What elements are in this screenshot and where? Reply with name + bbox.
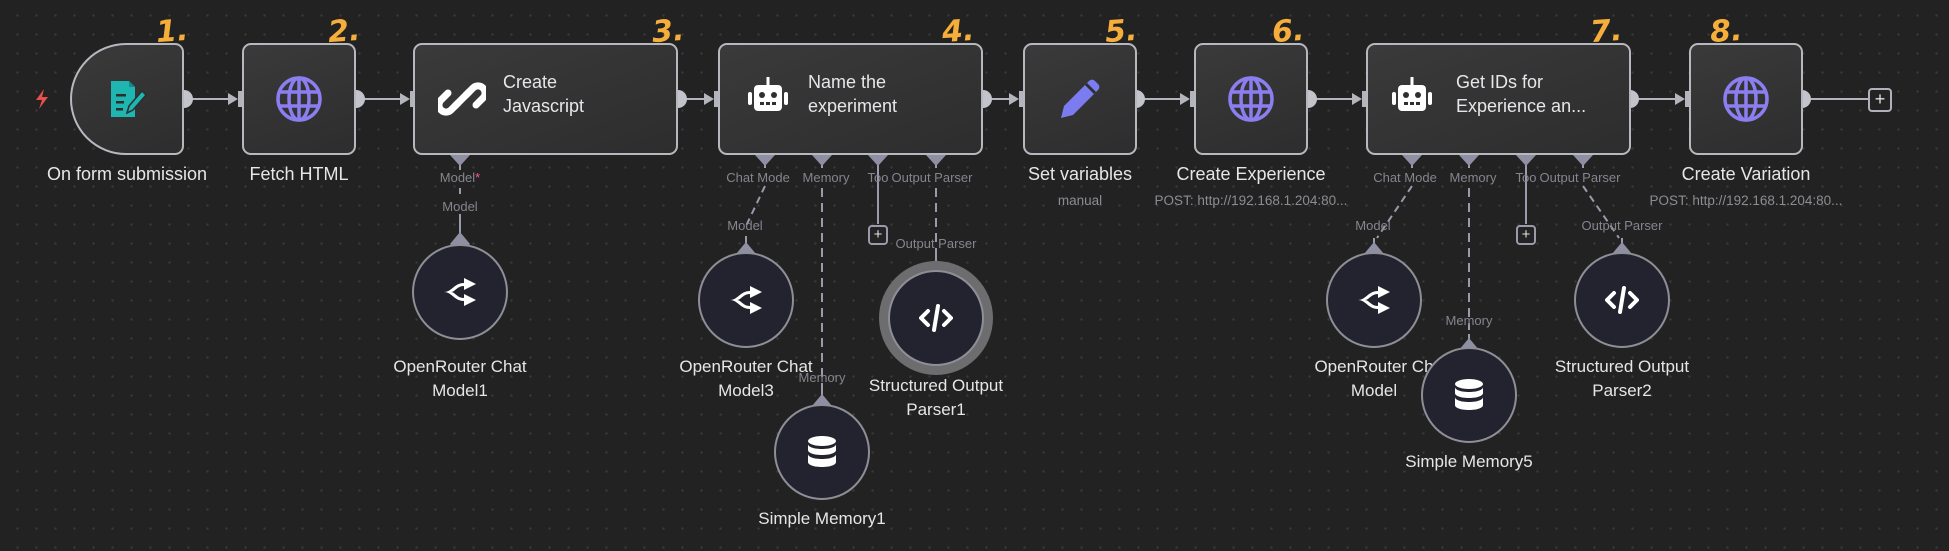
step-number-2: 2. [326, 12, 362, 51]
node-set-variables[interactable] [1023, 43, 1137, 155]
node-create-experience[interactable] [1194, 43, 1308, 155]
input-label-model: Model [442, 199, 478, 214]
node-subtitle-create-experience: POST: http://192.168.1.204:80... [1154, 193, 1348, 208]
port-label-tool: Too [1515, 170, 1537, 185]
node-subtitle-set-variables: manual [1057, 193, 1103, 208]
port-label-model-required: Model* [439, 170, 481, 185]
port-label-memory: Memory [1449, 170, 1497, 185]
port-label-output-parser: Output Parser [1539, 170, 1621, 185]
globe-icon [1691, 45, 1801, 153]
node-title-set-variables: Set variables [1027, 164, 1133, 184]
node-title-create-variation: Create Variation [1681, 164, 1811, 184]
pencil-icon [1025, 45, 1135, 153]
node-title-create-experience: Create Experience [1176, 164, 1326, 184]
input-label-output-parser: Output Parser [1581, 218, 1663, 233]
subnode-openrouter-chat-model[interactable] [1326, 252, 1422, 348]
database-icon [808, 436, 836, 467]
subnode-title-memory5: Simple Memory5 [1405, 452, 1533, 471]
code-icon [919, 304, 953, 332]
subnode-title-memory1: Simple Memory1 [758, 509, 886, 528]
step-number-5: 5. [1103, 12, 1139, 51]
add-node-button[interactable]: + [1868, 88, 1892, 112]
input-label-memory: Memory [798, 370, 846, 385]
node-create-variation[interactable] [1689, 43, 1803, 155]
node-title-fetch-html: Fetch HTML [249, 164, 349, 184]
node-subtitle-create-variation: POST: http://192.168.1.204:80... [1649, 193, 1843, 208]
input-label-output-parser: Output Parser [895, 236, 977, 251]
add-tool-button[interactable]: + [868, 225, 888, 245]
input-label-memory: Memory [1445, 313, 1493, 328]
globe-icon [1196, 45, 1306, 153]
node-on-form-submission[interactable] [70, 43, 184, 155]
port-label-chat-model: Chat Mode [726, 170, 790, 185]
step-number-1: 1. [154, 12, 190, 51]
port-label-tool: Too [867, 170, 889, 185]
step-number-3: 3. [650, 12, 686, 51]
node-fetch-html[interactable] [242, 43, 356, 155]
subnode-openrouter-chat-model1[interactable] [412, 244, 508, 340]
subnode-simple-memory5[interactable] [1421, 347, 1517, 443]
subnode-structured-output-parser1[interactable] [888, 270, 984, 366]
step-number-7: 7. [1588, 12, 1624, 51]
robot-icon [1388, 75, 1436, 123]
robot-icon [744, 75, 792, 123]
form-pencil-icon [72, 45, 182, 153]
openrouter-icon [730, 286, 762, 314]
node-title-on-form-submission: On form submission [46, 164, 208, 184]
step-number-6: 6. [1270, 12, 1306, 51]
subnode-openrouter-chat-model3[interactable] [698, 252, 794, 348]
openrouter-icon [444, 278, 476, 306]
globe-icon [244, 45, 354, 153]
openrouter-icon [1358, 286, 1390, 314]
link-icon [438, 75, 486, 123]
subnode-simple-memory1[interactable] [774, 404, 870, 500]
port-label-output-parser: Output Parser [891, 170, 973, 185]
database-icon [1455, 379, 1483, 410]
input-label-model: Model [1355, 218, 1391, 233]
add-tool-button[interactable]: + [1516, 225, 1536, 245]
input-label-model: Model [727, 218, 763, 233]
subnode-structured-output-parser2[interactable] [1574, 252, 1670, 348]
step-number-4: 4. [940, 12, 976, 51]
code-icon [1605, 286, 1639, 314]
step-number-8: 8. [1708, 12, 1744, 51]
port-label-chat-model: Chat Mode [1373, 170, 1437, 185]
lightning-bolt-icon [36, 89, 48, 109]
port-label-memory: Memory [802, 170, 850, 185]
